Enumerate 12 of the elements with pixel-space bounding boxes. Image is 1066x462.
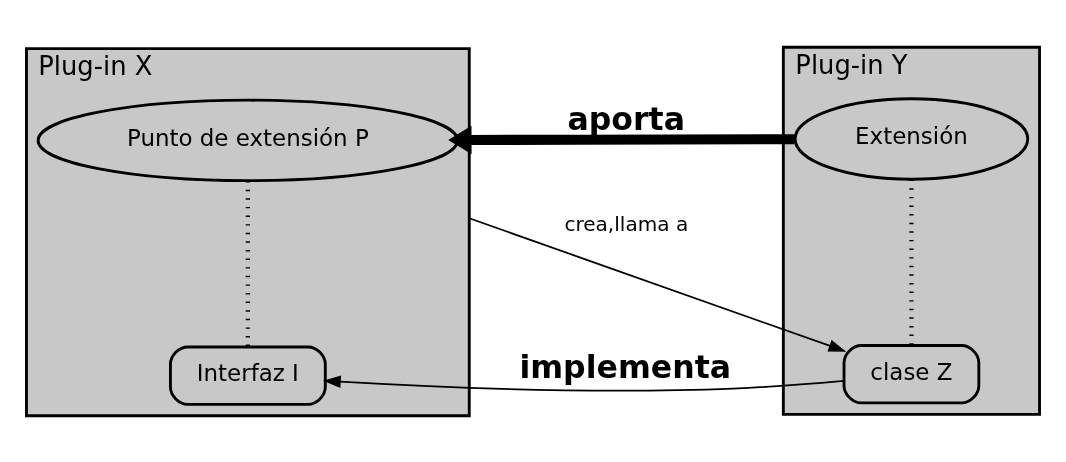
arrow xyxy=(448,125,795,154)
connector xyxy=(245,180,250,347)
arrow xyxy=(323,375,845,391)
node-box: Interfaz I xyxy=(168,345,327,406)
edge-label: crea,llama a xyxy=(564,211,689,236)
edge-label: aporta xyxy=(567,100,685,137)
node-box: clase Z xyxy=(842,343,981,404)
edge-label: implementa xyxy=(519,348,732,385)
connector xyxy=(909,179,914,345)
node-ellipse: Extensión xyxy=(793,96,1030,181)
node-ellipse: Punto de extensión P xyxy=(36,98,460,182)
arrow xyxy=(468,216,847,352)
